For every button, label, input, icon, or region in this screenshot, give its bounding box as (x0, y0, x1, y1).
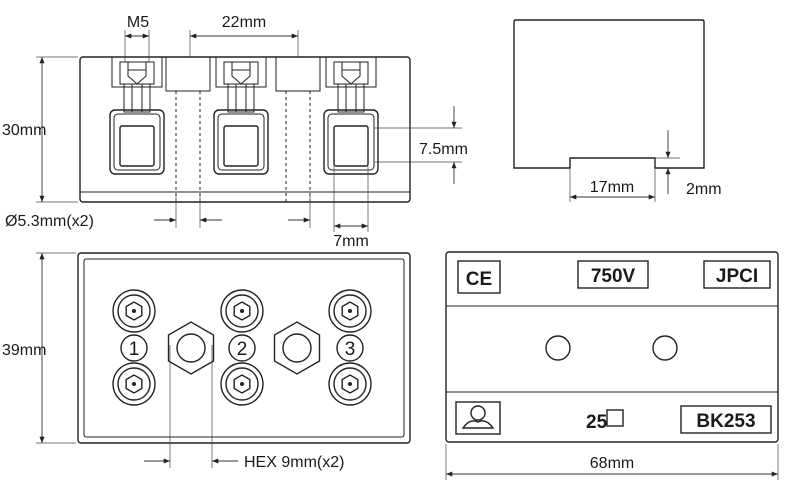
pitch-dimension: 22mm (189, 14, 299, 57)
mounting-hole-1 (545, 335, 571, 361)
current-marking: 25 (586, 412, 608, 433)
front-body-outline (79, 56, 411, 203)
side-body-outline (513, 19, 705, 169)
separator-walls (165, 56, 321, 202)
marking-body-outline (445, 251, 779, 443)
hole-diameter-dimension: Ø5.3mm(x2) (5, 196, 311, 230)
clamp-height-label: 7.5mm (419, 141, 468, 158)
top-body-outline (77, 252, 411, 444)
front-height-label: 30mm (2, 122, 46, 139)
terminal-number-label: 2 (237, 339, 248, 360)
mounting-hole-2 (652, 335, 678, 361)
terminal-screw-2-top (220, 289, 264, 333)
pitch-label: 22mm (222, 14, 266, 31)
overall-length-label: 68mm (590, 455, 634, 472)
voltage-marking: 750V (591, 266, 636, 287)
current-square-icon (606, 409, 624, 427)
front-terminal-2 (213, 56, 269, 175)
front-height-dimension: 30mm (2, 56, 78, 203)
terminal-screw-2-bottom (220, 362, 264, 406)
terminal-numbers: 1 2 3 (120, 334, 364, 362)
terminal-number-3: 3 (336, 334, 364, 362)
notch-depth-label: 2mm (686, 181, 722, 198)
terminal-screw-3-bottom (328, 362, 372, 406)
front-view: M5 22mm 30mm 7.5mm (2, 14, 468, 250)
front-terminal-1 (109, 56, 165, 175)
model-marking: BK253 (696, 411, 755, 432)
terminal-number-label: 3 (345, 339, 356, 360)
clamp-width-dimension: 7mm (333, 166, 369, 250)
clamp-width-label: 7mm (333, 233, 369, 250)
side-view: 17mm 2mm (513, 19, 722, 202)
top-view-screws (112, 289, 372, 406)
terminal-number-1: 1 (120, 334, 148, 362)
hex-hole-1 (167, 321, 215, 375)
m5-dimension: M5 (124, 14, 150, 62)
terminal-number-label: 1 (129, 339, 140, 360)
terminal-screw-3-top (328, 289, 372, 333)
notch-width-label: 17mm (590, 179, 634, 196)
terminal-screw-1-bottom (112, 362, 156, 406)
top-view-hex-holes (167, 321, 321, 375)
ce-mark: CE (466, 269, 492, 290)
hex-size-label: HEX 9mm(x2) (244, 454, 344, 471)
front-terminal-3 (323, 56, 379, 175)
hole-diameter-label: Ø5.3mm(x2) (5, 213, 94, 230)
brand-marking: JPCI (716, 266, 758, 287)
hex-hole-2 (273, 321, 321, 375)
brand-logo-icon (455, 401, 501, 435)
clamp-height-dimension: 7.5mm (374, 106, 468, 184)
marking-view: CE 750V JPCI 25 BK253 68mm (445, 251, 779, 480)
top-view: 39mm HEX 9mm(x2) (2, 252, 411, 471)
top-depth-label: 39mm (2, 342, 46, 359)
terminal-number-2: 2 (228, 334, 256, 362)
terminal-screw-1-top (112, 289, 156, 333)
m5-label: M5 (127, 14, 149, 31)
